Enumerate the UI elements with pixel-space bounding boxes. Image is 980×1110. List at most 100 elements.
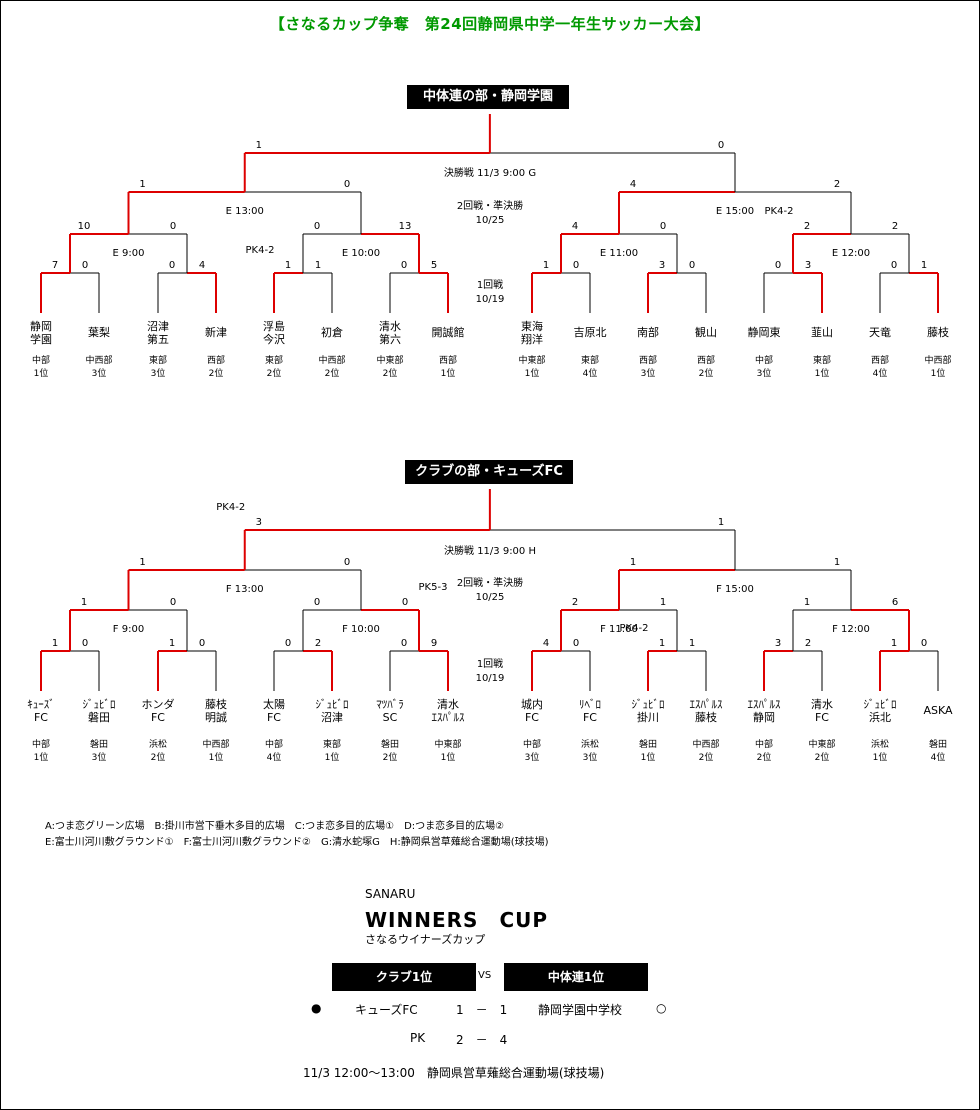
team-region-line: 1位 bbox=[930, 369, 946, 379]
team-region-line: 3位 bbox=[756, 369, 772, 379]
team-name: 清水ｴｽﾊﾟﾙｽ bbox=[415, 698, 481, 724]
team-name-line: ｴｽﾊﾟﾙｽ bbox=[689, 698, 723, 711]
team-region-line: 西部 bbox=[638, 356, 657, 366]
team-name-line: ｴｽﾊﾟﾙｽ bbox=[431, 711, 465, 724]
s0-r1-m2-score-right: 1 bbox=[314, 260, 322, 271]
s0-r2-m3-venue-time: E 12:00 bbox=[831, 248, 871, 259]
s1-r2-info-2: 10/25 bbox=[475, 592, 505, 603]
s1-r1-info-2: 10/19 bbox=[475, 673, 505, 684]
team-region-line: 1位 bbox=[640, 753, 656, 763]
loser-mark: ● bbox=[311, 1001, 322, 1015]
team-region-line: 磐田 bbox=[638, 740, 657, 750]
team-name-line: 静岡 bbox=[753, 711, 775, 724]
team-name-line: FC bbox=[150, 711, 165, 724]
s1-r1-m3-score-right: 9 bbox=[430, 638, 438, 649]
team-name-line: ｼﾞｭﾋﾞﾛ bbox=[631, 698, 665, 711]
winners-cup-kana: さなるウイナーズカップ bbox=[365, 933, 486, 946]
team-name: ｼﾞｭﾋﾞﾛ掛川 bbox=[615, 698, 681, 724]
pk-score: 2 － 4 bbox=[456, 1033, 508, 1047]
team-name-line: ホンダ bbox=[141, 698, 175, 711]
team-name: ｼﾞｭﾋﾞﾛ沼津 bbox=[299, 698, 365, 724]
team-name-line: ｷｭｰｽﾞ bbox=[27, 698, 55, 711]
s0-r1-m1-score-right: 4 bbox=[198, 260, 206, 271]
s1-r3-m1-venue-time: F 15:00 bbox=[716, 584, 754, 595]
s1-r1-m4-score-left: 4 bbox=[542, 638, 550, 649]
s0-r1-m5-score-left: 3 bbox=[658, 260, 666, 271]
s0-r2-m0-score-left: 10 bbox=[77, 221, 91, 232]
team-region: 磐田 1位 bbox=[620, 739, 676, 765]
s1-r1-m6-score-right: 2 bbox=[804, 638, 812, 649]
s0-r1-m2-score-left: 1 bbox=[284, 260, 292, 271]
team-name: 葉梨 bbox=[66, 326, 132, 339]
team-region-line: 4位 bbox=[872, 369, 888, 379]
s1-r1-m2-score-right: 2 bbox=[314, 638, 322, 649]
s1-final-pk: PK4-2 bbox=[216, 502, 246, 513]
team-name: 静岡学園 bbox=[8, 320, 74, 346]
s0-r2-m3-score-right: 2 bbox=[891, 221, 899, 232]
team-region-line: 3位 bbox=[582, 753, 598, 763]
team-region-line: 3位 bbox=[150, 369, 166, 379]
team-region-line: 磐田 bbox=[380, 740, 399, 750]
team-region-line: 中東部 bbox=[434, 740, 462, 750]
team-region-line: 3位 bbox=[524, 753, 540, 763]
team-region-line: 2位 bbox=[150, 753, 166, 763]
team-region-line: 東部 bbox=[322, 740, 341, 750]
team-region-line: 中部 bbox=[31, 740, 50, 750]
s1-r2-m1-venue-time: F 10:00 bbox=[342, 624, 380, 635]
winner-mark: ○ bbox=[656, 1001, 667, 1015]
team-name-line: 沼津 bbox=[321, 711, 343, 724]
team-region-line: 2位 bbox=[208, 369, 224, 379]
s1-r2-m0-score-right: 0 bbox=[169, 597, 177, 608]
team-name: 天竜 bbox=[847, 326, 913, 339]
pk-label: PK bbox=[410, 1031, 426, 1045]
s0-r2-m2-score-right: 0 bbox=[659, 221, 667, 232]
team-name-line: 藤枝 bbox=[927, 326, 949, 339]
s0-r1-m6-score-right: 3 bbox=[804, 260, 812, 271]
team-region-line: 中西部 bbox=[202, 740, 230, 750]
s0-r1-info-2: 10/19 bbox=[475, 294, 505, 305]
s0-r2-m3-pk: PK4-2 bbox=[764, 206, 794, 217]
s1-final-score-left: 3 bbox=[255, 517, 262, 528]
team-name-line: 清水 bbox=[811, 698, 833, 711]
team-region-line: 2位 bbox=[698, 753, 714, 763]
team-region-line: 西部 bbox=[438, 356, 457, 366]
team-region-line: 1位 bbox=[440, 753, 456, 763]
team-name: ｼﾞｭﾋﾞﾛ磐田 bbox=[66, 698, 132, 724]
team-region-line: 1位 bbox=[208, 753, 224, 763]
s1-r2-m2-score-right: 1 bbox=[659, 597, 667, 608]
page-title: 【さなるカップ争奪 第24回静岡県中学一年生サッカー大会】 bbox=[269, 15, 711, 33]
s0-r1-m0-score-right: 0 bbox=[81, 260, 89, 271]
team-name: 清水第六 bbox=[357, 320, 423, 346]
s0-final-score-left: 1 bbox=[255, 140, 262, 151]
team-region-line: 4位 bbox=[266, 753, 282, 763]
team-name: 東海翔洋 bbox=[499, 320, 565, 346]
team-region-line: 3位 bbox=[91, 753, 107, 763]
s1-r2-m0-venue-time: F 9:00 bbox=[112, 624, 145, 635]
s1-r2-m0-score-left: 1 bbox=[80, 597, 88, 608]
team-name: 浮島今沢 bbox=[241, 320, 307, 346]
team-region-line: 1位 bbox=[440, 369, 456, 379]
team-region-line: 浜松 bbox=[870, 740, 889, 750]
team-name-line: 葉梨 bbox=[88, 326, 110, 339]
club-first-label: クラブ1位 bbox=[332, 963, 476, 991]
team-region-line: 東部 bbox=[148, 356, 167, 366]
legend-line-2: E:富士川河川敷グラウンド① F:富士川河川敷グラウンド② G:清水蛇塚G H:… bbox=[45, 837, 549, 848]
s1-r2-m1-score-right: 0 bbox=[401, 597, 409, 608]
team-name: ｴｽﾊﾟﾙｽ藤枝 bbox=[673, 698, 739, 724]
s0-r1-m4-score-left: 1 bbox=[542, 260, 550, 271]
team-region: 中西部 1位 bbox=[188, 739, 244, 765]
team-name-line: ﾘﾍﾞﾛ bbox=[579, 698, 601, 711]
team-region-line: 中部 bbox=[754, 356, 773, 366]
